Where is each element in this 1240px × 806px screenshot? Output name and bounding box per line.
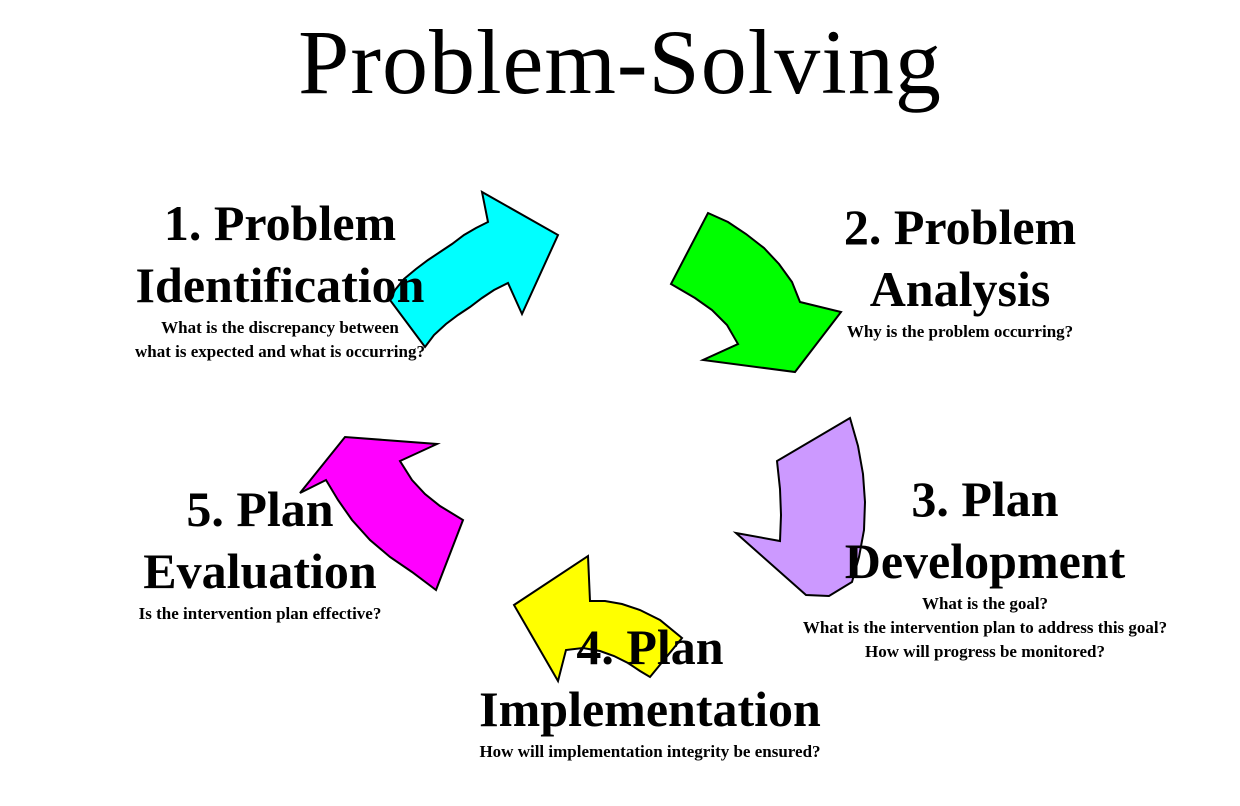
step-plan-development: 3. Plan Development What is the goal? Wh… xyxy=(740,468,1230,664)
step-4-heading-line1: 4. Plan xyxy=(576,619,724,675)
step-3-heading-line2: Development xyxy=(844,533,1126,589)
step-3-heading-line1: 3. Plan xyxy=(911,471,1059,527)
step-1-heading-line2: Identification xyxy=(135,257,425,313)
step-problem-analysis: 2. Problem Analysis Why is the problem o… xyxy=(770,196,1150,344)
step-4-heading-line2: Implementation xyxy=(479,681,821,737)
step-2-heading-line2: Analysis xyxy=(869,261,1051,317)
step-5-description-line1: Is the intervention plan effective? xyxy=(138,604,382,623)
arrow-3-purple xyxy=(732,416,867,598)
step-2-heading-line1: 2. Problem xyxy=(843,199,1077,255)
step-plan-implementation: 4. Plan Implementation How will implemen… xyxy=(400,616,900,764)
arrow-2-green xyxy=(669,211,843,374)
arrow-1-cyan xyxy=(388,190,560,349)
step-1-description-line1: What is the discrepancy between xyxy=(161,318,399,337)
step-3-description-line1: What is the goal? xyxy=(921,594,1049,613)
diagram-title: Problem-Solving xyxy=(298,11,942,113)
arrow-5-magenta xyxy=(299,435,465,592)
step-problem-identification: 1. Problem Identification What is the di… xyxy=(70,192,490,364)
step-2-description-line1: Why is the problem occurring? xyxy=(846,322,1074,341)
step-plan-evaluation: 5. Plan Evaluation Is the intervention p… xyxy=(70,478,450,626)
step-5-heading-line2: Evaluation xyxy=(143,543,377,599)
step-3-description-line2: What is the intervention plan to address… xyxy=(802,618,1168,637)
arrow-4-yellow xyxy=(512,554,684,684)
step-4-description-line1: How will implementation integrity be ens… xyxy=(479,742,821,761)
step-3-description-line3: How will progress be monitored? xyxy=(865,642,1105,661)
step-1-heading-line1: 1. Problem xyxy=(163,195,397,251)
step-1-description-line2: what is expected and what is occurring? xyxy=(135,342,425,361)
step-5-heading-line1: 5. Plan xyxy=(186,481,334,537)
